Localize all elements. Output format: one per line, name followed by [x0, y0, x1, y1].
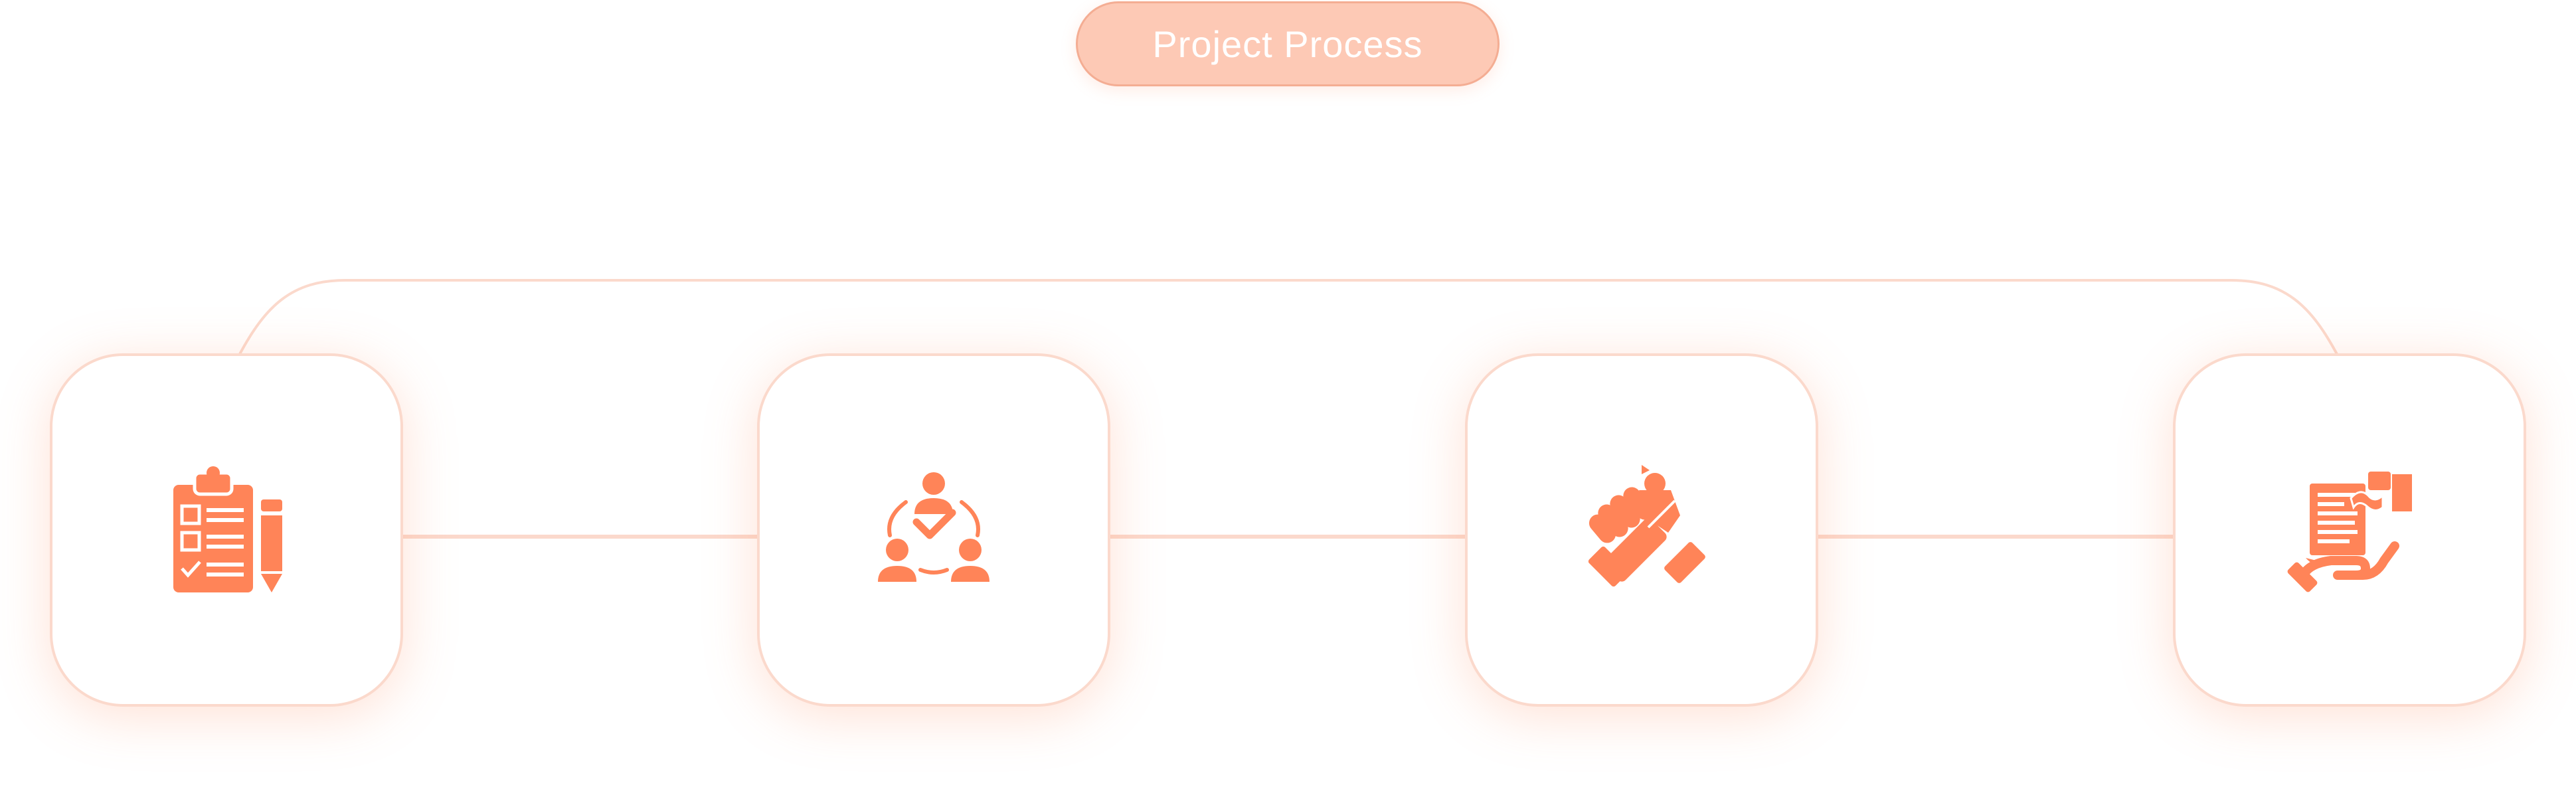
process-step-card-2[interactable] — [757, 353, 1110, 707]
contract-handover-icon — [2287, 472, 2412, 592]
process-step-card-3[interactable] — [1465, 353, 1818, 707]
handshake-agreement-icon — [1588, 465, 1705, 587]
process-step-card-4[interactable] — [2173, 353, 2526, 707]
branch-arc-line — [238, 279, 2339, 356]
clipboard-checklist-pencil-icon — [173, 466, 282, 592]
process-step-card-1[interactable] — [50, 353, 403, 707]
team-collaboration-icon — [878, 472, 989, 582]
project-process-title: Project Process — [1076, 1, 1500, 86]
